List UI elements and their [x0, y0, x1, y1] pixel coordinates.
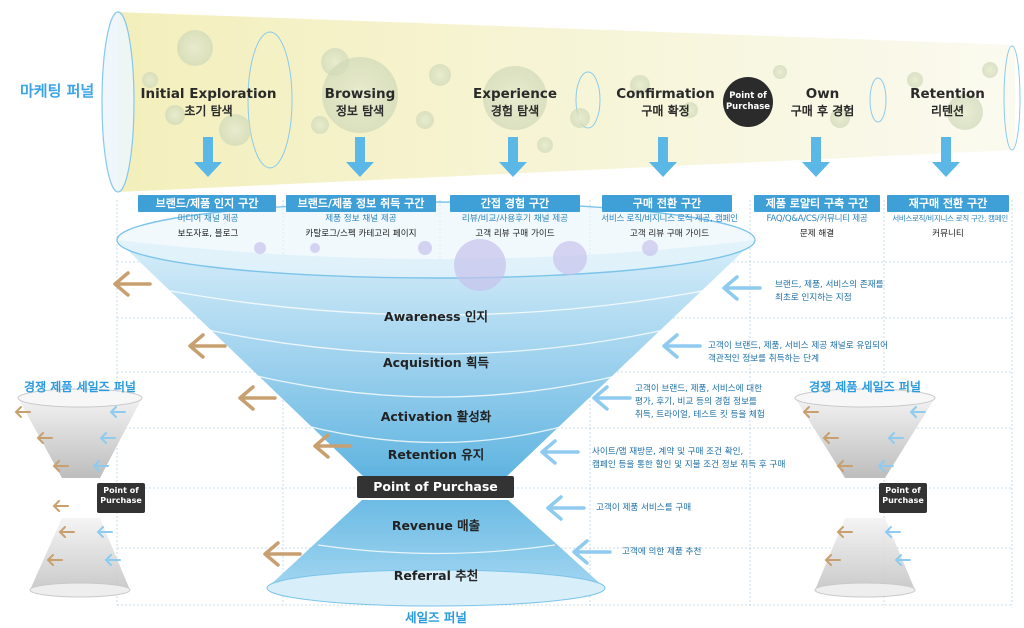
down-arrows	[194, 137, 960, 177]
zone-sub: 미디어 채널 제공	[177, 214, 239, 224]
left-side-small-arrows	[14, 406, 75, 566]
desc-line: 캠페인 등을 통한 할인 및 지불 조건 정보 취득 후 구매	[592, 460, 786, 470]
desc-line: 객관적인 정보를 취득하는 단계	[708, 354, 819, 364]
sales-funnel-upper	[117, 240, 755, 478]
zone-detail: 보도자료, 블로그	[177, 229, 239, 239]
zone-detail: 커뮤니티	[932, 229, 964, 239]
zone-label: 제품 로얄티 구축 구간	[754, 195, 880, 212]
stage-en: Retention	[910, 86, 985, 102]
layer-awareness: Awareness 인지	[384, 309, 488, 324]
desc-line: 사이트/앱 재방문, 계약 및 구매 조건 확인,	[592, 447, 744, 457]
zone-detail: 고객 리뷰 구매 가이드	[629, 229, 710, 239]
layer-retention: Retention 유지	[387, 447, 485, 462]
stage-ko: 리텐션	[930, 104, 965, 118]
stage-initial-exploration: Initial Exploration 초기 탐색	[136, 86, 281, 120]
zone-sub: FAQ/Q&A/CS/커뮤니티 제공	[766, 214, 868, 224]
desc-line: 취득, 트라이얼, 테스트 킷 등을 체험	[635, 410, 765, 420]
zone-label: 브랜드/제품 정보 취득 구간	[286, 195, 436, 212]
stage-ko: 구매 후 경험	[790, 104, 855, 118]
layer-referral: Referral 추천	[393, 568, 479, 583]
zone-label: 재구매 전환 구간	[887, 195, 1009, 212]
stage-browsing: Browsing 정보 탐색	[300, 86, 420, 120]
stage-en: Own	[805, 86, 840, 102]
right-competitor-title: 경쟁 제품 세일즈 퍼널	[809, 380, 921, 394]
stage-en: Experience	[473, 86, 557, 102]
stage-experience: Experience 경험 탐색	[455, 86, 575, 120]
right-side-small-arrows	[802, 406, 853, 566]
desc-line: 평가, 후기, 비교 등의 경험 정보를	[635, 397, 757, 407]
stage-ko: 경험 탐색	[490, 104, 540, 118]
decorative-bubbles	[142, 30, 998, 153]
zone-label: 간접 경험 구간	[450, 195, 580, 212]
zone-sub: 서비스로직/비지니스 로직 구간, 캠페인	[892, 214, 1008, 223]
zone-detail: 카탈로그/스펙 카테고리 페이지	[305, 229, 417, 239]
desc-retention: 사이트/앱 재방문, 계약 및 구매 조건 확인, 캠페인 등을 통한 할인 및…	[592, 446, 785, 472]
stage-own: Own 구매 후 경험	[775, 86, 870, 120]
zone-detail: 문제 해결	[799, 229, 835, 239]
left-competitor-title: 경쟁 제품 세일즈 퍼널	[24, 380, 136, 394]
left-point-of-purchase-box: Point of Purchase	[97, 483, 145, 513]
right-point-of-purchase-box: Point of Purchase	[879, 483, 927, 513]
right-competitor-funnel	[794, 388, 936, 598]
stage-retention: Retention 리텐션	[900, 86, 995, 120]
zone-sub: 리뷰/비교/사용후기 채널 제공	[461, 214, 569, 224]
desc-referral: 고객에 의한 제품 추천	[622, 546, 701, 559]
marketing-funnel-title: 마케팅 퍼널	[20, 82, 95, 100]
stage-en: Confirmation	[616, 86, 715, 102]
desc-awareness: 브랜드, 제품, 서비스의 존재를 최초로 인지하는 지점	[775, 279, 884, 305]
stage-en: Browsing	[324, 86, 396, 102]
stage-confirmation: Confirmation 구매 확정	[603, 86, 728, 120]
left-competitor-funnel	[17, 388, 143, 598]
sales-funnel-title: 세일즈 퍼널	[405, 610, 467, 625]
left-side-small-arrows-blue	[92, 406, 126, 566]
desc-line: 최초로 인지하는 지점	[775, 293, 852, 303]
layer-revenue: Revenue 매출	[391, 518, 481, 533]
desc-acquisition: 고객이 브랜드, 제품, 서비스 제공 채널로 유입되어 객관적인 정보를 취득…	[708, 340, 888, 366]
layer-activation: Activation 활성화	[380, 409, 492, 424]
zone-label: 구매 전환 구간	[602, 195, 732, 212]
desc-line: 고객이 제품 서비스를 구매	[596, 503, 692, 513]
desc-line: 브랜드, 제품, 서비스의 존재를	[775, 280, 884, 290]
right-arrows	[540, 275, 762, 565]
stage-ko: 구매 확정	[641, 104, 690, 118]
stage-en: Initial Exploration	[140, 86, 277, 102]
zone-label: 브랜드/제품 인지 구간	[138, 195, 276, 212]
point-of-purchase-circle	[723, 77, 773, 127]
zone-sub: 서비스 로직/비지니스 로직 제공, 캠페인	[601, 214, 738, 224]
stage-ko: 정보 탐색	[335, 104, 385, 118]
right-side-small-arrows-blue	[877, 406, 926, 566]
left-arrows	[113, 271, 352, 567]
zone-detail: 고객 리뷰 구매 가이드	[475, 229, 555, 239]
zone-sub: 제품 정보 채널 제공	[325, 214, 397, 224]
desc-revenue: 고객이 제품 서비스를 구매	[596, 502, 691, 515]
point-of-purchase-circle-label: Point of Purchase	[725, 91, 771, 112]
desc-activation: 고객이 브랜드, 제품, 서비스에 대한 평가, 후기, 비교 등의 경험 정보…	[635, 383, 765, 422]
desc-line: 고객이 브랜드, 제품, 서비스에 대한	[635, 384, 763, 394]
layer-acquisition: Acquisition 획득	[382, 355, 490, 370]
desc-line: 고객이 브랜드, 제품, 서비스 제공 채널로 유입되어	[708, 341, 888, 351]
point-of-purchase-bar: Point of Purchase	[357, 476, 514, 498]
stage-ko: 초기 탐색	[184, 104, 233, 118]
desc-line: 고객에 의한 제품 추천	[622, 547, 702, 557]
